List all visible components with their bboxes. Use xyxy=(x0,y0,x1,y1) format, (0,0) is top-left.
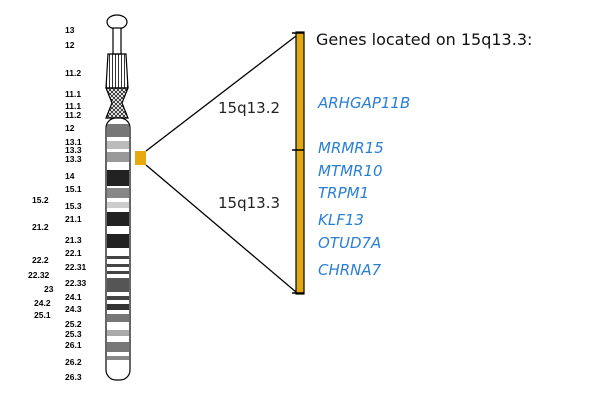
band-q26-1 xyxy=(107,342,129,352)
band-labels: 131211.211.111.111.21213.113.313.31415.1… xyxy=(65,25,87,382)
band-q15-1 xyxy=(107,188,129,198)
band-q23 xyxy=(107,278,129,292)
band-label: 11.1 xyxy=(65,89,81,99)
band-label: 11.1 xyxy=(65,101,81,111)
band-label: 13.3 xyxy=(65,145,82,155)
genes-title: Genes located on 15q13.3: xyxy=(316,30,532,49)
zoom-line-bottom xyxy=(145,164,297,293)
band-q22-31 xyxy=(107,264,129,267)
band-label: 15.1 xyxy=(65,184,82,194)
band-label: 15.3 xyxy=(65,201,82,211)
band-label-outer: 25.1 xyxy=(34,310,51,320)
zoom-line-top xyxy=(145,35,297,152)
region-label-15q13-3: 15q13.3 xyxy=(218,194,280,212)
band-label: 12 xyxy=(65,40,75,50)
band-label-outer: 23 xyxy=(44,284,54,294)
region-label-15q13-2: 15q13.2 xyxy=(218,99,280,117)
band-label: 24.3 xyxy=(65,304,82,314)
band-label: 26.3 xyxy=(65,372,82,382)
band-label: 22.1 xyxy=(65,248,82,258)
band-q21-3 xyxy=(107,234,129,248)
band-label: 13 xyxy=(65,25,75,35)
band-label: 25.3 xyxy=(65,329,82,339)
gene-label: TRPM1 xyxy=(318,184,369,202)
band-label: 21.3 xyxy=(65,235,82,245)
band-q13-1 xyxy=(107,141,129,149)
chromosome-ideogram xyxy=(105,14,131,381)
band-q24-1 xyxy=(107,296,129,300)
gene-label: MRMR15 xyxy=(318,139,384,157)
band-label-outer: 24.2 xyxy=(34,298,51,308)
band-labels-outer: 15.2 21.2 22.2 22.32 23 24.2 25.1 xyxy=(28,195,54,320)
band-label: 11.2 xyxy=(65,110,81,120)
band-label: 22.33 xyxy=(65,278,87,288)
band-q14 xyxy=(107,170,129,186)
band-label-outer: 22.2 xyxy=(32,255,49,265)
stalk xyxy=(112,27,122,55)
gene-label: MTMR10 xyxy=(318,162,383,180)
band-label: 21.1 xyxy=(65,214,82,224)
gene-label: CHRNA7 xyxy=(318,261,382,279)
satellite xyxy=(106,14,128,30)
centromere xyxy=(105,87,129,119)
region-highlight-marker xyxy=(135,151,146,165)
band-q25-3 xyxy=(107,330,129,336)
band-label: 24.1 xyxy=(65,292,82,302)
band-label: 22.31 xyxy=(65,262,87,272)
region-bar xyxy=(295,31,305,295)
band-label-outer: 22.32 xyxy=(28,270,50,280)
band-label-outer: 21.2 xyxy=(32,222,49,232)
band-label: 25.2 xyxy=(65,319,82,329)
band-q22-2 xyxy=(107,256,129,259)
gene-label: ARHGAP11B xyxy=(317,94,410,112)
band-q24-2 xyxy=(107,304,129,310)
band-11-2-p xyxy=(105,53,129,89)
band-q22-32 xyxy=(107,271,129,274)
band-label: 13.1 xyxy=(65,137,82,147)
band-label-outer: 15.2 xyxy=(32,195,49,205)
band-q13-3 xyxy=(107,152,129,162)
band-q26-2 xyxy=(107,356,129,360)
gene-label: KLF13 xyxy=(318,211,364,229)
band-label: 26.1 xyxy=(65,340,82,350)
band-label: 12 xyxy=(65,123,75,133)
band-label: 11.2 xyxy=(65,68,81,78)
band-label: 13.3 xyxy=(65,154,82,164)
band-label: 26.2 xyxy=(65,357,82,367)
band-q15-2 xyxy=(107,202,129,208)
gene-label: OTUD7A xyxy=(318,234,381,252)
band-q21-2 xyxy=(107,212,129,226)
band-q25-1 xyxy=(107,314,129,322)
band-q12 xyxy=(107,124,129,137)
band-label: 14 xyxy=(65,171,75,181)
